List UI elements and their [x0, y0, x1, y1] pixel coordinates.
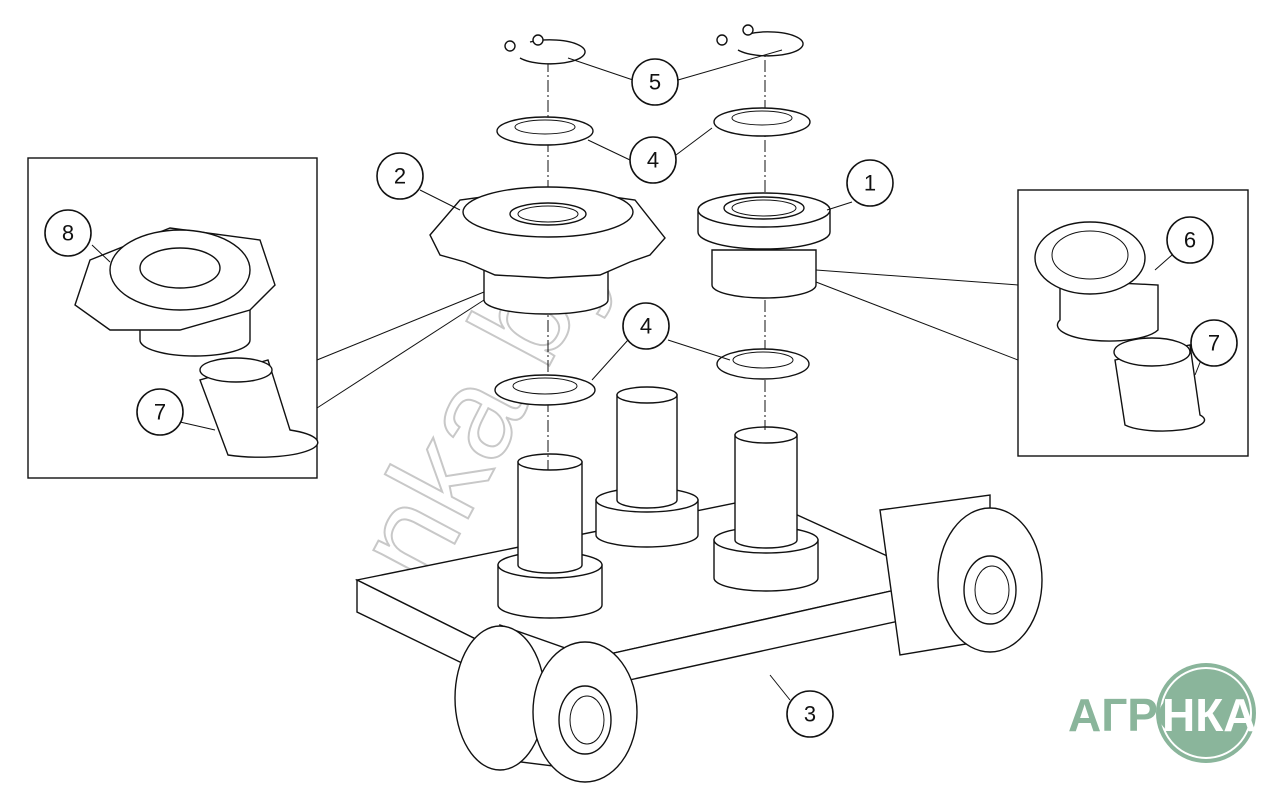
- circlip-right: [716, 24, 804, 57]
- svg-text:4: 4: [640, 314, 652, 339]
- callout-6: 6: [1166, 216, 1214, 264]
- leader-lines: [91, 49, 1204, 701]
- shaft-left: [497, 453, 603, 619]
- callout-2: 2: [376, 152, 424, 200]
- callout-4-lower: 4: [622, 302, 670, 350]
- washer-upper-left: [496, 116, 594, 146]
- sprocket: [429, 186, 666, 315]
- svg-text:4: 4: [647, 148, 659, 173]
- callout-8: 8: [44, 209, 92, 257]
- callout-5: 5: [631, 58, 679, 106]
- svg-text:АГРО: АГРО: [1068, 689, 1193, 741]
- callout-7-right: 7: [1190, 319, 1238, 367]
- callout-7-left: 7: [136, 388, 184, 436]
- svg-text:7: 7: [154, 400, 166, 425]
- svg-text:1: 1: [864, 171, 876, 196]
- callout-3: 3: [786, 690, 834, 738]
- svg-text:8: 8: [62, 221, 74, 246]
- callout-1: 1: [846, 159, 894, 207]
- washer-upper-right: [713, 107, 811, 137]
- shaft-rear: [595, 386, 699, 548]
- shaft-right: [713, 426, 819, 592]
- roller-left: [454, 623, 638, 783]
- washer-lower-left: [494, 374, 596, 406]
- svg-text:5: 5: [649, 70, 661, 95]
- flanged-bushing: [697, 192, 831, 299]
- callout-4-upper: 4: [629, 136, 677, 184]
- agronka-logo: АГРО НКА: [1068, 663, 1257, 763]
- washer-lower-right: [716, 348, 810, 380]
- svg-text:НКА: НКА: [1162, 689, 1257, 741]
- svg-text:3: 3: [804, 702, 816, 727]
- roller-right: [879, 494, 1043, 656]
- svg-text:2: 2: [394, 164, 406, 189]
- svg-text:7: 7: [1208, 331, 1220, 356]
- svg-text:6: 6: [1184, 228, 1196, 253]
